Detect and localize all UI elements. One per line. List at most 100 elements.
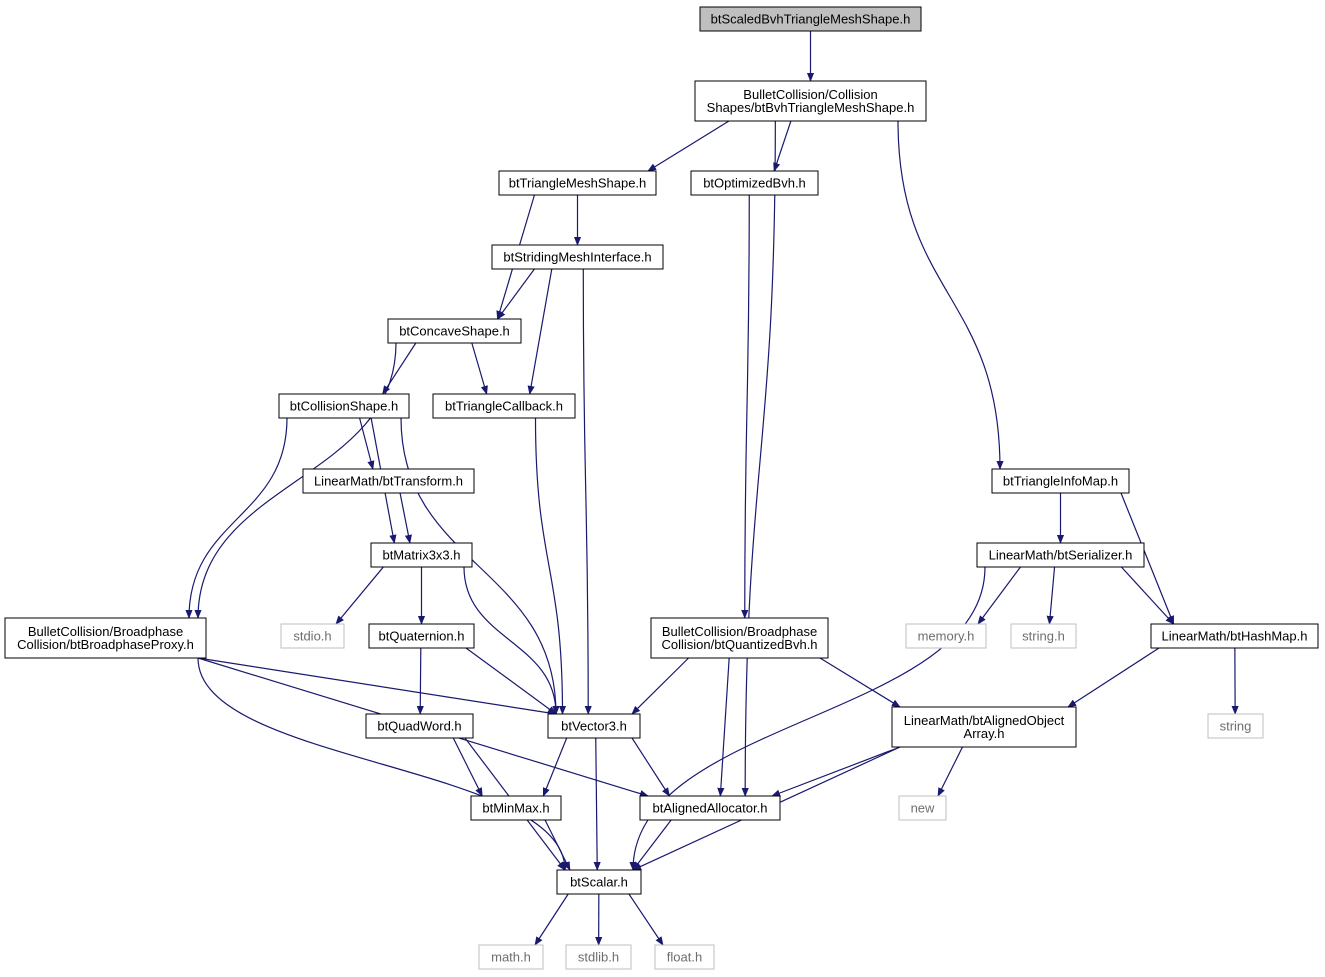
- edge-matrix-to-vector3: [463, 566, 560, 715]
- node-label-vector3: btVector3.h: [561, 719, 627, 734]
- node-box-alignedarray: [891, 706, 1077, 748]
- edge-triinfomap-to-hashmap: [1120, 492, 1175, 625]
- edge-hashmap-to-alignedarray: [1067, 647, 1160, 708]
- node-label-new: new: [911, 801, 935, 816]
- edge-quantbvh-to-alignedarray: [819, 657, 901, 708]
- node-tricallback[interactable]: btTriangleCallback.h: [432, 393, 576, 419]
- node-concave[interactable]: btConcaveShape.h: [387, 318, 522, 344]
- node-label-hashmap: LinearMath/btHashMap.h: [1162, 629, 1308, 644]
- nodes-layer: btScaledBvhTriangleMeshShape.hBulletColl…: [4, 6, 1319, 970]
- node-label-matrix: btMatrix3x3.h: [382, 548, 460, 563]
- node-box-memory: [905, 623, 987, 649]
- node-box-collshape: [278, 393, 410, 419]
- edge-quaternion-to-vector3: [465, 647, 557, 715]
- edge-transform-to-matrix: [399, 492, 412, 544]
- edge-concave-to-tricallback: [471, 342, 488, 395]
- node-label-triinfomap: btTriangleInfoMap.h: [1003, 474, 1118, 489]
- node-quaternion[interactable]: btQuaternion.h: [368, 623, 475, 649]
- node-memory: memory.h: [905, 623, 987, 649]
- node-box-scalar: [556, 869, 642, 895]
- node-root[interactable]: btScaledBvhTriangleMeshShape.h: [699, 6, 922, 32]
- edge-matrix-to-stdio: [335, 566, 384, 625]
- node-label-quaternion: btQuaternion.h: [378, 629, 464, 644]
- edge-bvhmesh-to-triinfomap: [897, 120, 1004, 470]
- edge-minmax-to-scalar: [544, 819, 571, 871]
- node-minmax[interactable]: btMinMax.h: [470, 795, 562, 821]
- node-box-stdio: [280, 623, 345, 649]
- edge-concave-to-collshape: [382, 342, 417, 395]
- node-box-quaternion: [368, 623, 475, 649]
- node-box-striding: [491, 244, 664, 270]
- node-vector3[interactable]: btVector3.h: [547, 713, 641, 739]
- edge-bproxy-to-vector3: [197, 657, 557, 717]
- node-math: math.h: [478, 944, 544, 970]
- node-triinfomap[interactable]: btTriangleInfoMap.h: [991, 468, 1130, 494]
- node-box-triinfomap: [991, 468, 1130, 494]
- edge-serializer-to-stringh: [1046, 566, 1056, 625]
- node-label-trimesh: btTriangleMeshShape.h: [509, 176, 647, 191]
- node-label-minmax: btMinMax.h: [482, 801, 549, 816]
- edge-striding-to-tricallback: [527, 268, 553, 395]
- node-label-allocator: btAlignedAllocator.h: [653, 801, 768, 816]
- node-box-matrix: [370, 542, 473, 568]
- node-box-optbvh: [690, 170, 819, 196]
- node-label-root: btScaledBvhTriangleMeshShape.h: [711, 12, 911, 27]
- edges-layer: [185, 31, 1239, 946]
- node-allocator[interactable]: btAlignedAllocator.h: [639, 795, 781, 821]
- node-label-quantbvh: Collision/btQuantizedBvh.h: [661, 637, 817, 652]
- node-label-collshape: btCollisionShape.h: [290, 399, 398, 414]
- node-box-string: [1207, 713, 1264, 739]
- node-box-vector3: [547, 713, 641, 739]
- node-serializer[interactable]: LinearMath/btSerializer.h: [976, 542, 1145, 568]
- node-box-stdlib: [565, 944, 632, 970]
- node-quadword[interactable]: btQuadWord.h: [365, 713, 474, 739]
- node-bvhmesh[interactable]: BulletCollision/CollisionShapes/btBvhTri…: [694, 80, 927, 122]
- edge-bvhmesh-to-allocator: [741, 120, 776, 797]
- node-collshape[interactable]: btCollisionShape.h: [278, 393, 410, 419]
- edge-quaternion-to-quadword: [416, 647, 424, 715]
- edge-collshape-to-bproxy: [185, 417, 288, 619]
- node-label-alignedarray: LinearMath/btAlignedObject: [904, 713, 1065, 728]
- edge-tricallback-to-vector3: [534, 417, 567, 715]
- node-optbvh[interactable]: btOptimizedBvh.h: [690, 170, 819, 196]
- edge-quadword-to-minmax: [452, 737, 483, 797]
- node-quantbvh[interactable]: BulletCollision/BroadphaseCollision/btQu…: [650, 617, 829, 659]
- node-label-scalar: btScalar.h: [570, 875, 628, 890]
- node-box-quadword: [365, 713, 474, 739]
- node-hashmap[interactable]: LinearMath/btHashMap.h: [1150, 623, 1319, 649]
- node-bproxy[interactable]: BulletCollision/BroadphaseCollision/btBr…: [4, 617, 207, 659]
- node-box-new: [898, 795, 947, 821]
- edge-vector3-to-allocator: [631, 737, 670, 797]
- node-label-quantbvh: BulletCollision/Broadphase: [662, 624, 817, 639]
- node-trimesh[interactable]: btTriangleMeshShape.h: [498, 170, 657, 196]
- node-transform[interactable]: LinearMath/btTransform.h: [302, 468, 475, 494]
- edge-serializer-to-memory: [977, 566, 1021, 625]
- node-label-serializer: LinearMath/btSerializer.h: [989, 548, 1133, 563]
- edge-bvhmesh-to-optbvh: [773, 120, 792, 172]
- node-label-string: string: [1220, 719, 1252, 734]
- node-string: string: [1207, 713, 1264, 739]
- node-matrix[interactable]: btMatrix3x3.h: [370, 542, 473, 568]
- node-box-bvhmesh: [694, 80, 927, 122]
- edge-collshape-to-transform: [358, 417, 375, 470]
- node-label-memory: memory.h: [918, 629, 975, 644]
- edge-quantbvh-to-allocator: [717, 657, 730, 797]
- node-label-optbvh: btOptimizedBvh.h: [703, 176, 806, 191]
- edge-alignedarray-to-new: [937, 746, 964, 797]
- node-striding[interactable]: btStridingMeshInterface.h: [491, 244, 664, 270]
- node-label-bvhmesh: BulletCollision/Collision: [743, 87, 877, 102]
- node-scalar[interactable]: btScalar.h: [556, 869, 642, 895]
- node-box-trimesh: [498, 170, 657, 196]
- edge-serializer-to-hashmap: [1120, 566, 1175, 625]
- edge-scalar-to-float: [628, 893, 664, 946]
- edge-allocator-to-scalar: [632, 819, 672, 871]
- edge-vector3-to-minmax: [542, 737, 568, 797]
- edge-optbvh-to-quantbvh: [741, 194, 750, 619]
- node-box-minmax: [470, 795, 562, 821]
- node-box-float: [654, 944, 715, 970]
- node-label-bvhmesh: Shapes/btBvhTriangleMeshShape.h: [707, 100, 915, 115]
- node-new: new: [898, 795, 947, 821]
- edge-scalar-to-math: [534, 893, 569, 946]
